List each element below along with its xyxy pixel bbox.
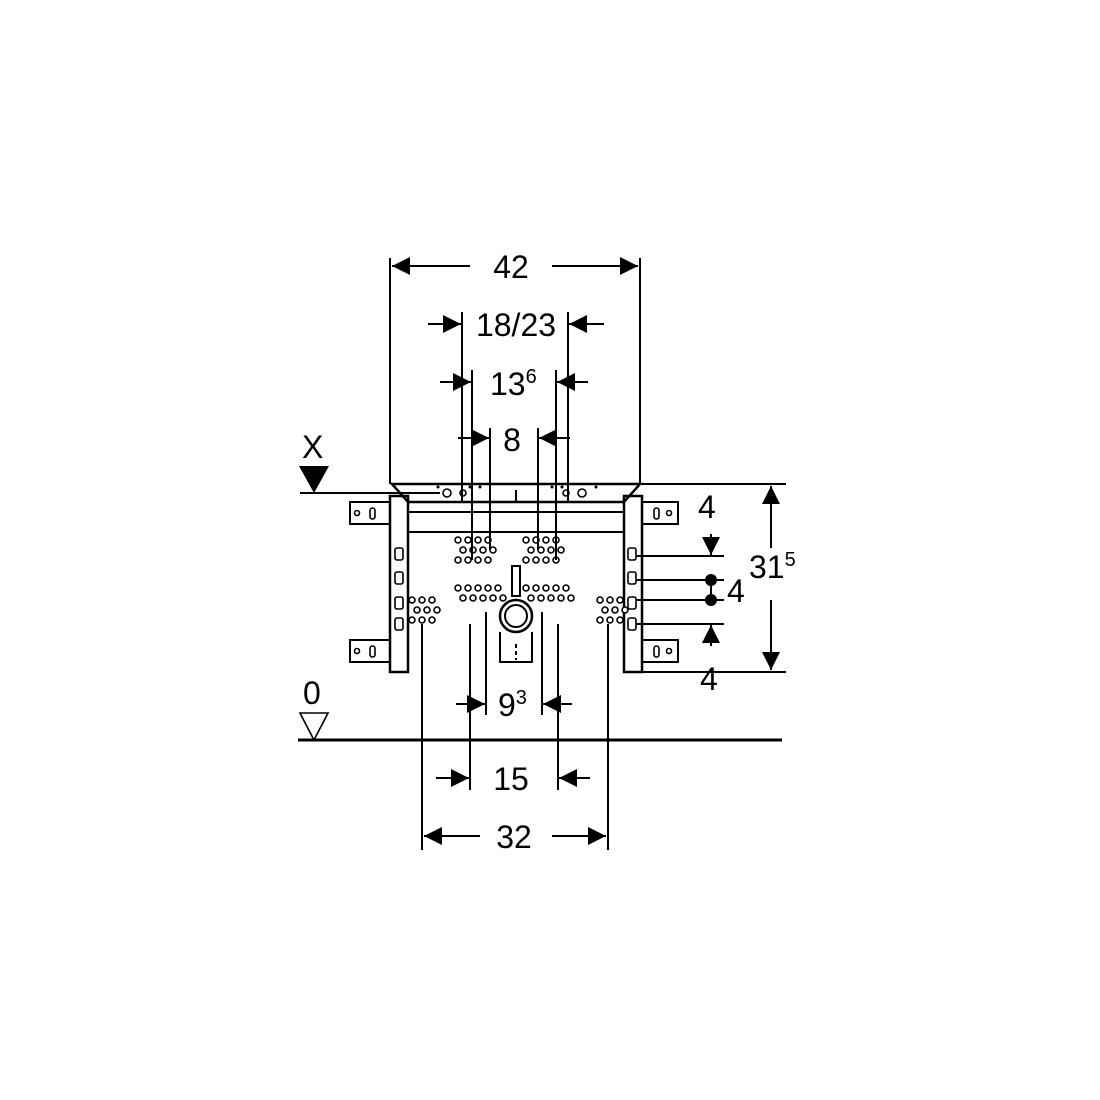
mounting-hole xyxy=(567,594,575,602)
mounting-hole xyxy=(616,596,624,604)
mounting-hole-pattern xyxy=(408,536,629,624)
mounting-hole xyxy=(542,584,550,592)
floor-reference-marker: 0 xyxy=(298,675,330,742)
mounting-hole xyxy=(489,594,497,602)
dim-height-sup: 5 xyxy=(785,549,796,571)
mounting-hole xyxy=(616,616,624,624)
dim-connection-spacing: 8 xyxy=(503,422,521,458)
mounting-hole xyxy=(428,596,436,604)
mounting-hole xyxy=(464,556,472,564)
mounting-hole xyxy=(537,594,545,602)
mounting-hole xyxy=(423,606,431,614)
dim-drain-spacing-base: 9 xyxy=(498,687,516,723)
dim-range-outer: 18/23 xyxy=(476,307,556,343)
dim-lower-spacing: 15 xyxy=(493,761,529,797)
mounting-hole xyxy=(527,594,535,602)
mounting-hole xyxy=(474,584,482,592)
mounting-hole xyxy=(522,536,530,544)
mounting-hole xyxy=(557,546,565,554)
mounting-hole xyxy=(522,556,530,564)
dim-inner-width-sup: 6 xyxy=(526,366,537,388)
mounting-hole xyxy=(527,546,535,554)
mounting-hole xyxy=(557,594,565,602)
mounting-hole xyxy=(428,616,436,624)
dim-drain-spacing-sup: 3 xyxy=(516,687,527,709)
dim-bottom-offset: 4 xyxy=(700,661,718,697)
mounting-hole xyxy=(408,616,416,624)
mounting-hole xyxy=(552,584,560,592)
dim-drain-spacing: 93 xyxy=(498,687,527,723)
mounting-hole xyxy=(542,536,550,544)
mounting-hole xyxy=(474,556,482,564)
mounting-hole xyxy=(494,584,502,592)
mounting-hole xyxy=(606,616,614,624)
dim-bottom-width: 32 xyxy=(496,819,532,855)
dim-height: 315 xyxy=(749,549,796,585)
x-reference-marker: X xyxy=(299,429,329,493)
mounting-hole xyxy=(454,536,462,544)
mounting-hole xyxy=(542,556,550,564)
mounting-hole xyxy=(454,584,462,592)
mounting-hole xyxy=(596,596,604,604)
mounting-hole xyxy=(464,584,472,592)
mounting-hole xyxy=(433,606,441,614)
mounting-hole xyxy=(611,606,619,614)
mounting-hole xyxy=(547,546,555,554)
dimension-labels: 42 18/23 136 8 93 15 32 315 4 4 4 xyxy=(476,249,796,855)
dim-overall-width: 42 xyxy=(493,249,529,285)
mounting-hole xyxy=(547,594,555,602)
mounting-hole xyxy=(606,596,614,604)
dim-height-base: 31 xyxy=(749,549,785,585)
mounting-hole xyxy=(479,594,487,602)
dimension-lines xyxy=(392,257,780,845)
mounting-hole xyxy=(474,536,482,544)
mounting-hole xyxy=(418,596,426,604)
mounting-hole xyxy=(479,546,487,554)
dim-inner-width: 136 xyxy=(490,366,537,402)
mounting-hole xyxy=(484,556,492,564)
mounting-hole xyxy=(532,584,540,592)
mounting-hole xyxy=(408,596,416,604)
dim-top-offset: 4 xyxy=(698,489,716,525)
dim-inner-width-base: 13 xyxy=(490,366,526,402)
mounting-hole xyxy=(484,584,492,592)
mounting-hole xyxy=(499,594,507,602)
mounting-hole xyxy=(459,546,467,554)
mounting-hole xyxy=(418,616,426,624)
mounting-hole xyxy=(596,616,604,624)
mounting-hole xyxy=(601,606,609,614)
mounting-hole xyxy=(621,606,629,614)
mounting-hole xyxy=(562,584,570,592)
mounting-hole xyxy=(532,556,540,564)
mounting-hole xyxy=(413,606,421,614)
frame xyxy=(349,482,679,674)
mounting-hole xyxy=(522,584,530,592)
mounting-hole xyxy=(454,556,462,564)
extension-lines xyxy=(298,258,786,850)
mounting-hole xyxy=(469,594,477,602)
mounting-hole xyxy=(459,594,467,602)
floor-reference-label: 0 xyxy=(303,675,321,711)
drain-connector xyxy=(498,565,534,663)
x-reference-label: X xyxy=(302,429,323,465)
mounting-hole xyxy=(464,536,472,544)
dim-middle-offset: 4 xyxy=(727,573,745,609)
